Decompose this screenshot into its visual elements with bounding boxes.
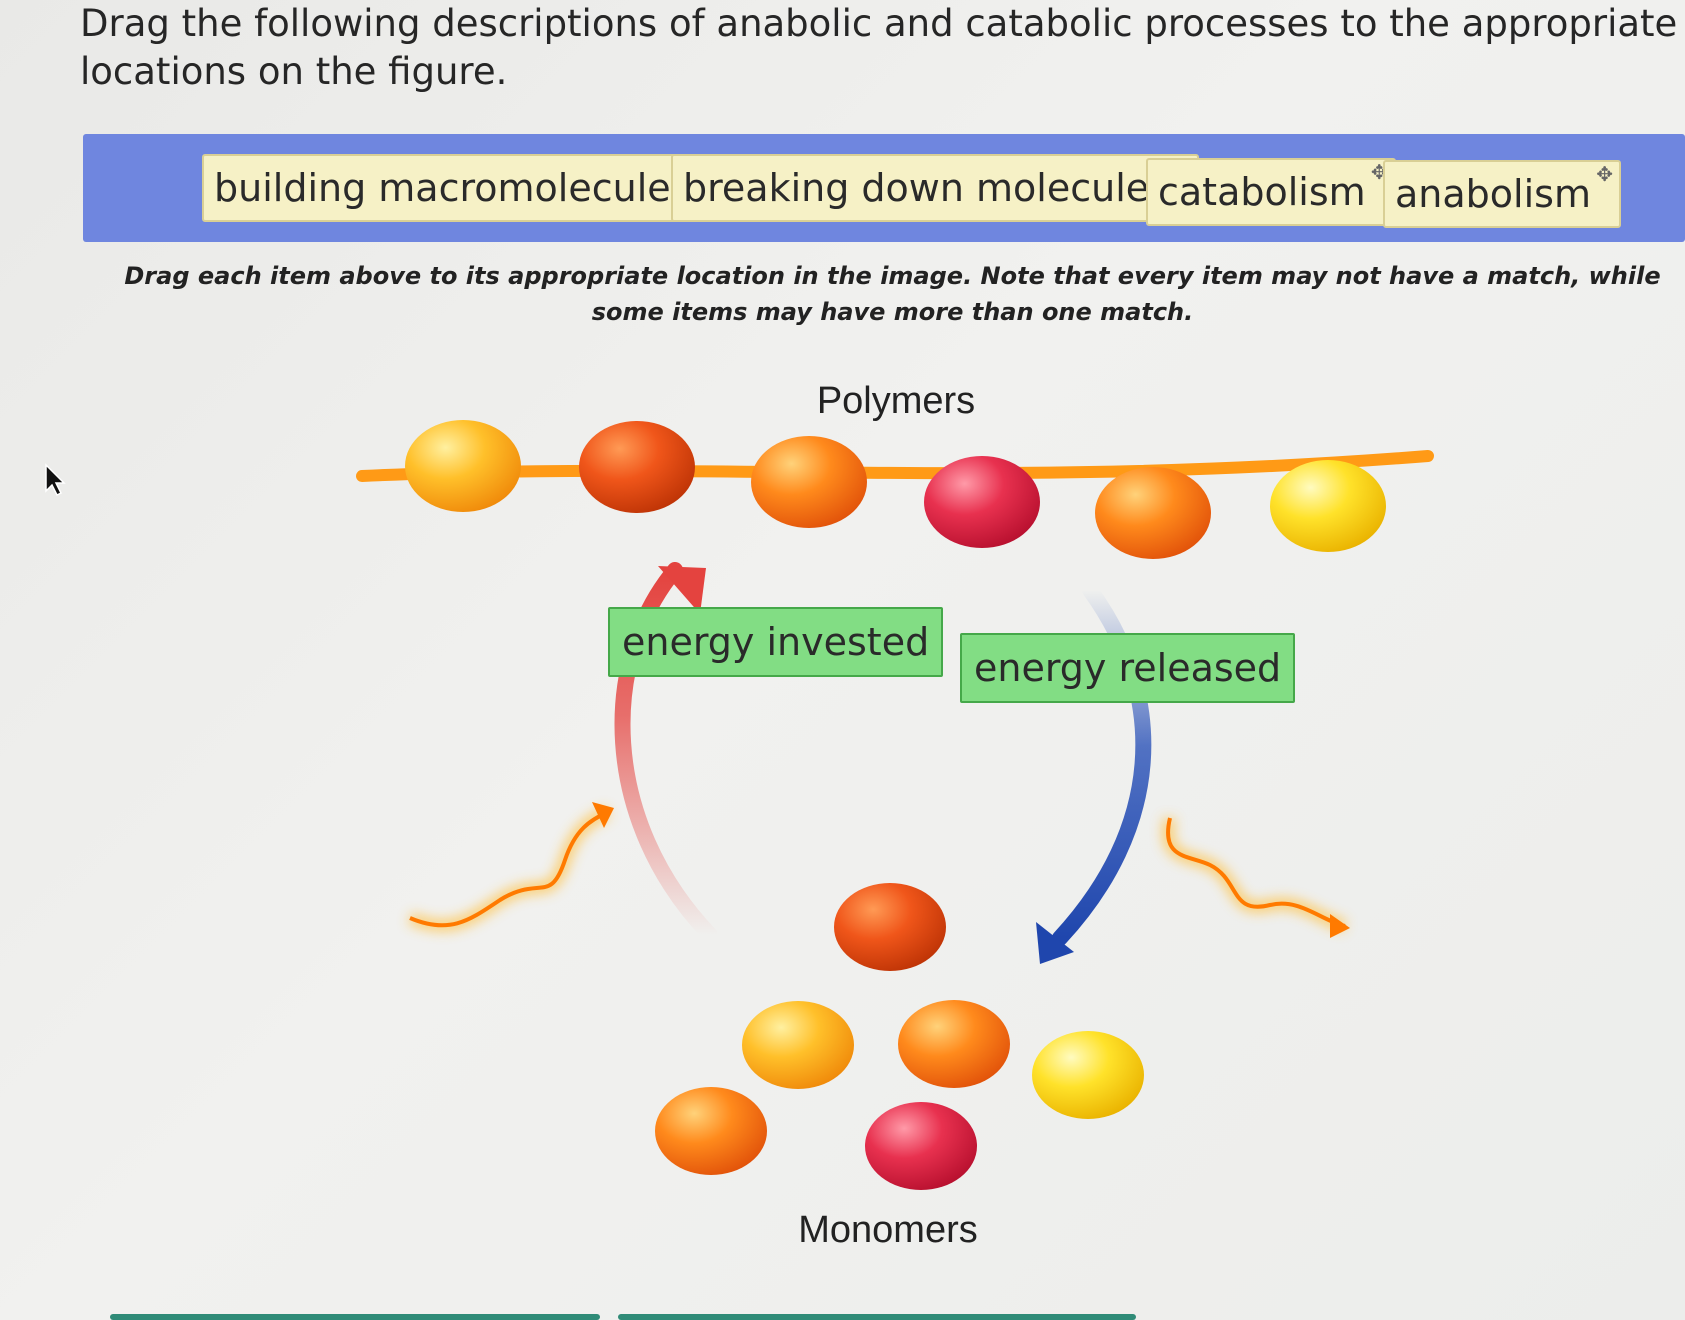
polymer-bead <box>579 421 695 513</box>
move-cross-icon: ✥ <box>1596 162 1613 186</box>
polymer-bead <box>1095 467 1211 559</box>
chip-label: building macromolecules <box>214 166 691 210</box>
monomer-bead <box>834 883 946 971</box>
chip-anabolism[interactable]: anabolism ✥ <box>1383 160 1621 228</box>
polymer-bead <box>1270 460 1386 552</box>
chip-label: breaking down molecules <box>683 166 1169 210</box>
energy-in-squiggle <box>407 802 614 932</box>
mouse-pointer-icon <box>45 463 66 497</box>
answer-bank: building macromolecules ✥ breaking down … <box>83 134 1685 242</box>
question-text: Drag the following descriptions of anabo… <box>80 2 1678 93</box>
drop-zone-tab[interactable] <box>618 1314 1136 1320</box>
monomer-bead <box>742 1001 854 1089</box>
drop-zone-tab[interactable] <box>110 1314 600 1320</box>
metabolism-figure: Polymers Monomers <box>356 380 1434 1251</box>
energy-released-box: energy released <box>960 633 1296 703</box>
chip-catabolism[interactable]: catabolism ✥ <box>1146 158 1396 226</box>
instructions-text: Drag each item above to its appropriate … <box>124 262 1661 326</box>
monomer-bead <box>865 1102 977 1190</box>
monomer-bead <box>1032 1031 1144 1119</box>
energy-invested-box: energy invested <box>608 607 944 677</box>
chip-label: anabolism <box>1395 172 1591 216</box>
polymer-chain <box>356 420 1434 559</box>
polymer-bead <box>751 436 867 528</box>
chip-breaking-down-molecules[interactable]: breaking down molecules ✥ <box>671 154 1199 222</box>
polymers-label: Polymers <box>817 380 975 422</box>
monomer-bead <box>655 1087 767 1175</box>
chip-building-macromolecules[interactable]: building macromolecules ✥ <box>202 154 721 222</box>
monomer-bead <box>898 1000 1010 1088</box>
polymer-bead <box>924 456 1040 548</box>
monomers <box>655 883 1144 1190</box>
energy-out-squiggle <box>1162 816 1350 938</box>
energy-released-label: energy released <box>974 646 1282 690</box>
energy-invested-label: energy invested <box>622 620 930 664</box>
chip-label: catabolism <box>1158 170 1366 214</box>
polymer-bead <box>405 420 521 512</box>
monomers-label: Monomers <box>798 1209 978 1251</box>
